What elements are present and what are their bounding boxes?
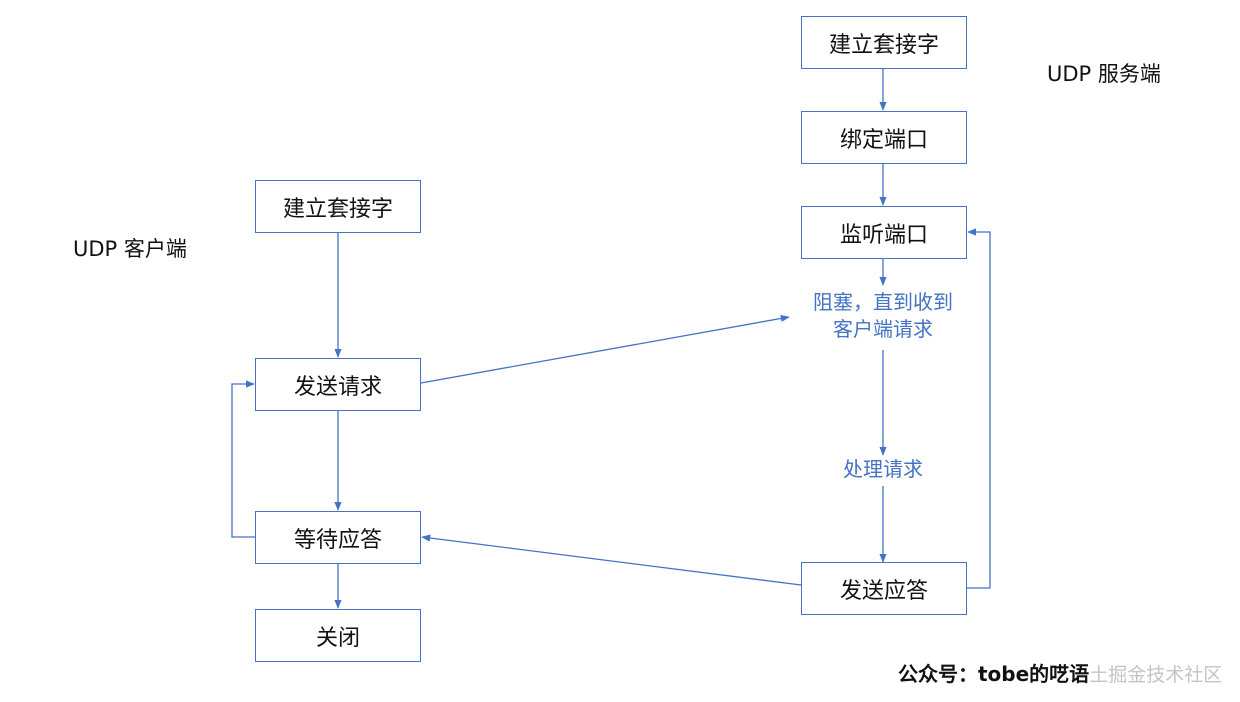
server-listen-port-node: 监听端口 — [801, 206, 967, 259]
arrow-client-loop-back — [231, 380, 256, 538]
client-close-node: 关闭 — [255, 609, 421, 662]
server-title: UDP 服务端 — [1047, 62, 1161, 86]
watermark: 公众号：tobe的呓语土掘金技术社区 — [898, 658, 1222, 687]
server-create-socket-node: 建立套接字 — [801, 16, 967, 69]
watermark-main: 公众号：tobe的呓语 — [898, 662, 1090, 686]
arrow-server-loop-back — [967, 228, 991, 589]
server-bind-port-node: 绑定端口 — [801, 111, 967, 164]
arrow-response-to-client — [421, 534, 802, 586]
client-wait-response-node: 等待应答 — [255, 511, 421, 564]
client-title: UDP 客户端 — [73, 237, 187, 261]
server-process-label: 处理请求 — [843, 457, 923, 481]
server-block-label-line1: 阻塞，直到收到 — [813, 290, 953, 314]
server-send-response-node: 发送应答 — [801, 562, 967, 615]
client-send-request-node: 发送请求 — [255, 358, 421, 411]
server-block-label-line2: 客户端请求 — [833, 317, 933, 341]
arrow-request-to-server — [420, 314, 790, 384]
client-create-socket-node: 建立套接字 — [255, 180, 421, 233]
watermark-sub: 土掘金技术社区 — [1089, 664, 1223, 686]
server-block-label: 阻塞，直到收到 客户端请求 — [783, 289, 983, 343]
